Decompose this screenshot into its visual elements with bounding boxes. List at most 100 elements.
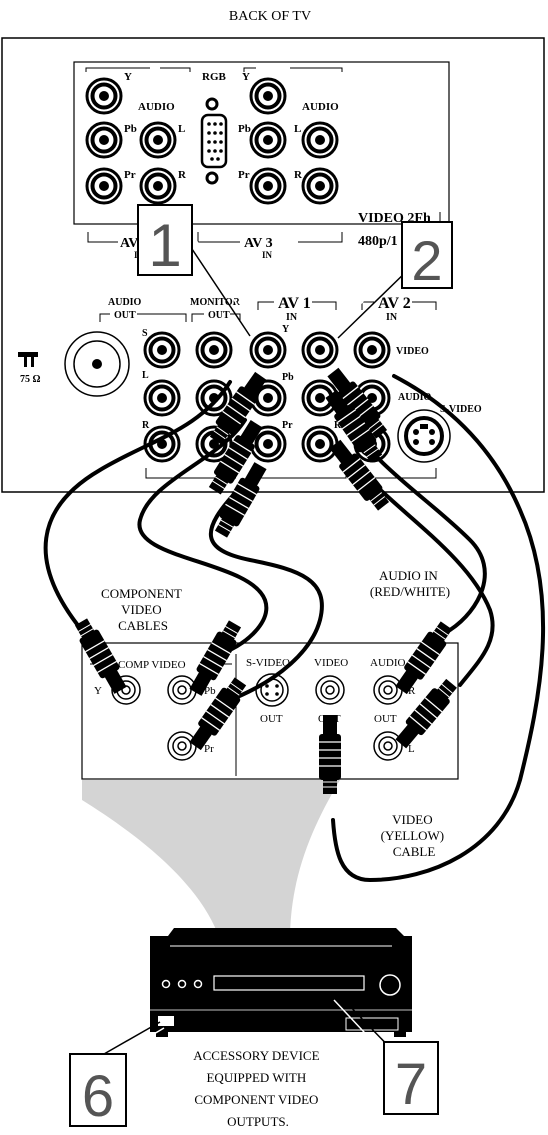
device-pb-label: Pb	[204, 685, 216, 697]
upper2-r-label: R	[294, 169, 303, 181]
callout-6: 6	[69, 1021, 165, 1129]
device-caption-2: EQUIPPED WITH	[206, 1070, 306, 1085]
upper2-audio-label: AUDIO	[302, 101, 339, 113]
av-left-label: AV	[120, 236, 138, 251]
audio-out-l-label: L	[142, 370, 149, 381]
upper2-y-label: Y	[242, 71, 250, 83]
upper-audio-label: AUDIO	[138, 101, 175, 113]
device-caption-1: ACCESSORY DEVICE	[193, 1048, 319, 1063]
video-cable-label-1: VIDEO	[392, 812, 432, 827]
component-cable-label-1: COMPONENT	[101, 586, 182, 601]
av3-in-label: IN	[262, 250, 273, 260]
device-caption-4: OUTPUTS.	[227, 1114, 289, 1129]
av2-in-label: IN	[386, 312, 398, 323]
device-video-jack[interactable]	[315, 675, 345, 705]
callout-2-number: 2	[411, 229, 442, 292]
audio-out-l-jack[interactable]	[143, 379, 181, 417]
av2-audio-label: AUDIO	[398, 392, 432, 403]
comp-video-label: COMP VIDEO	[118, 659, 186, 671]
upper2-audio-l-jack[interactable]	[301, 121, 339, 159]
upper-y-label: Y	[124, 71, 132, 83]
upper-pr-jack[interactable]	[85, 167, 123, 205]
cable-pr	[209, 488, 324, 702]
upper-l-label: L	[178, 123, 185, 135]
upper2-l-label: L	[294, 123, 301, 135]
cable-video	[331, 374, 546, 883]
device-link-beam	[82, 780, 340, 940]
monitor-out-jack-1[interactable]	[195, 331, 233, 369]
device-caption-3: COMPONENT VIDEO	[194, 1092, 318, 1107]
component-cable-label-2: VIDEO	[121, 602, 161, 617]
av2-video-jack[interactable]	[353, 331, 391, 369]
video-cable-label-3: CABLE	[393, 844, 436, 859]
upper2-pb-label: Pb	[238, 123, 251, 135]
upper2-audio-r-jack[interactable]	[301, 167, 339, 205]
callout-2: 2	[331, 221, 453, 339]
upper-audio-r-jack[interactable]	[139, 167, 177, 205]
antenna-icon	[18, 352, 38, 357]
upper-y-jack[interactable]	[85, 77, 123, 115]
upper2-y-jack[interactable]	[249, 77, 287, 115]
upper-pb-label: Pb	[124, 123, 137, 135]
audio-in-label-1: AUDIO IN	[379, 568, 438, 583]
av1-y-label: Y	[282, 324, 290, 335]
av1-pb-label: Pb	[282, 372, 294, 383]
device-pr-jack[interactable]	[167, 731, 197, 761]
svg-text:ACCESSORY DEVICE EQUIPPED: ACCESSORY DEVICE EQUIPPED WITH COMPONENT…	[193, 1048, 323, 1129]
device-svideo-label: S-VIDEO	[246, 657, 290, 669]
av1-video-jack[interactable]	[301, 331, 339, 369]
video-cable-label-2: (YELLOW)	[381, 828, 445, 843]
upper-pb-jack[interactable]	[85, 121, 123, 159]
audio-out-s-jack[interactable]	[143, 331, 181, 369]
av1-pr-label: Pr	[282, 420, 293, 431]
cable-audio-r	[368, 478, 495, 687]
av1-r-jack[interactable]	[301, 425, 339, 463]
av2-svideo-label: S-VIDEO	[440, 404, 482, 415]
device-svideo-out-label: OUT	[260, 713, 283, 725]
callout-1: 1	[137, 204, 257, 337]
upper-r-label: R	[178, 169, 187, 181]
av2-svideo-jack[interactable]	[397, 409, 451, 463]
upper-audio-l-jack[interactable]	[139, 121, 177, 159]
audio-out-s-label: S	[142, 328, 148, 339]
upper-pr-label: Pr	[124, 169, 136, 181]
device-audio-out-label: OUT	[374, 713, 397, 725]
accessory-device	[150, 928, 412, 1037]
device-audio-r-jack[interactable]	[373, 675, 403, 705]
upper2-pr-jack[interactable]	[249, 167, 287, 205]
antenna-label: 75 Ω	[20, 374, 41, 385]
monitor-out-title: MONITOR	[190, 297, 241, 308]
callout-1-number: 1	[148, 212, 181, 279]
callout-7: 7	[333, 995, 439, 1117]
svg-text:VIDEO (YELLOW) CABLE: VIDEO (YELLOW) CABLE	[381, 812, 448, 859]
cable-pb	[137, 418, 269, 652]
page-title: BACK OF TV	[229, 9, 311, 24]
device-audio-l-jack[interactable]	[373, 731, 403, 761]
av1-title: AV 1	[278, 295, 311, 312]
device-l-label: L	[408, 743, 415, 755]
cable-audio-l	[344, 418, 487, 632]
av3-label: AV 3	[244, 236, 273, 251]
device-pr-label: Pr	[204, 743, 214, 755]
svg-text:AUDIO IN (RED/WHITE): AUDIO IN (RED/WHITE)	[370, 568, 450, 599]
audio-in-label-2: (RED/WHITE)	[370, 584, 450, 599]
resolution-label: 480p/1	[358, 234, 398, 249]
upper2-pr-label: Pr	[238, 169, 250, 181]
av2-title: AV 2	[378, 295, 411, 312]
audio-out-r-label: R	[142, 420, 150, 431]
rgb-label: RGB	[202, 71, 227, 83]
upper2-pb-jack[interactable]	[249, 121, 287, 159]
av1-y-jack[interactable]	[249, 331, 287, 369]
svg-text:COMPONENT VIDEO CABLES: COMPONENT VIDEO CABLES	[101, 586, 185, 633]
component-cable-label-3: CABLES	[118, 618, 168, 633]
audio-out-sub: OUT	[114, 310, 136, 321]
device-y-label: Y	[94, 685, 102, 697]
device-audio-label: AUDIO	[370, 657, 405, 669]
callout-6-number: 6	[82, 1064, 114, 1129]
device-video-label: VIDEO	[314, 657, 348, 669]
av1-r-label: R	[334, 420, 342, 431]
av1-in-label: IN	[286, 312, 298, 323]
av2-video-label: VIDEO	[396, 346, 429, 357]
